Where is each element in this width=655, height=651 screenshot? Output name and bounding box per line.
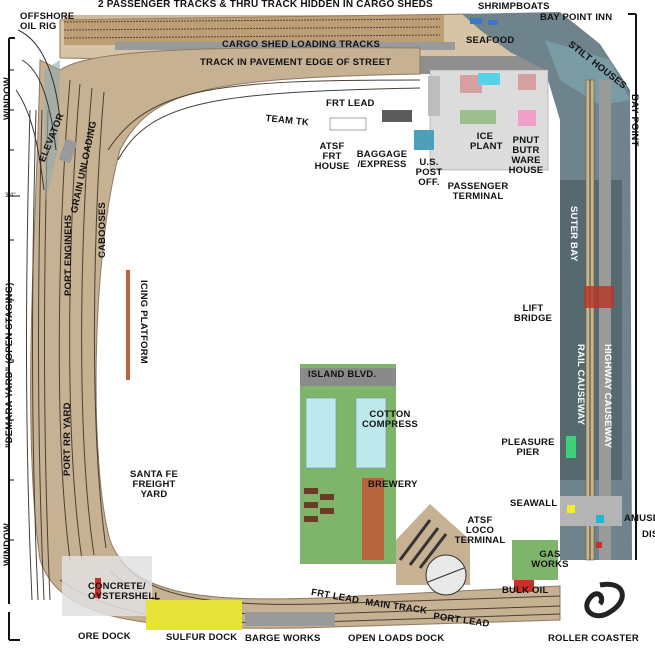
label-atsf-loco-terminal: ATSF LOCO TERMINAL [454,515,506,546]
icing-platform-shape [126,270,130,380]
label-port-rr-yard: PORT RR YARD [62,402,73,476]
label-brewery: BREWERY [368,479,417,491]
label-track-in-pavement: TRACK IN PAVEMENT EDGE OF STREET [200,57,392,68]
label-cargo-shed-loading-tracks: CARGO SHED LOADING TRACKS [222,39,381,50]
label-window-bottom: WINDOW [2,523,13,566]
label-pleasure-pier: PLEASURE PIER [501,437,555,458]
label-passenger-terminal: PASSENGER TERMINAL [447,181,509,202]
label-roller-coaster: ROLLER COASTER [548,633,639,644]
label-santa-fe-freight-yard: SANTA FE FREIGHT YARD [129,469,179,500]
label-highway-causeway: HIGHWAY CAUSEWAY [602,344,613,449]
downtown-block [329,69,549,171]
label-ore-dock: ORE DOCK [78,631,131,642]
label-concrete-oystershell: CONCRETE/ OYSTERSHELL [88,581,161,602]
label-seafood: SEAFOOD [466,35,515,46]
label-ice-plant: ICE PLANT [470,131,503,152]
bottom-docks [62,556,335,630]
label-cabooses: CABOOSES [97,202,108,258]
label-window-top: WINDOW [2,77,13,120]
label-dimension: 3'4" [5,193,16,199]
label-rail-causeway: RAIL CAUSEWAY [575,344,586,426]
label-barge-works: BARGE WORKS [245,633,321,644]
label-district: DISTRICT [642,529,655,540]
label-demara-yard: "DEMARA YARD" (OPEN STAGING) [4,282,15,448]
left-details [15,29,78,200]
label-bay-point: BAY POINT [629,94,640,147]
label-gas-works: GAS WORKS [531,549,569,570]
label-frt-lead-top: FRT LEAD [326,98,375,109]
room-walls [8,13,637,641]
label-cotton-compress: COTTON COMPRESS [362,409,418,430]
label-shrimpboats: SHRIMPBOATS [478,1,550,12]
label-open-loads-dock: OPEN LOADS DOCK [348,633,445,644]
causeways [584,79,614,561]
layout-title: 2 PASSENGER TRACKS & THRU TRACK HIDDEN I… [98,0,433,10]
label-us-post-off: U.S. POST OFF. [415,157,443,188]
island-block [300,364,396,564]
label-lift-bridge: LIFT BRIDGE [513,303,553,324]
label-icing-platform: ICING PLATFORM [138,280,149,364]
label-baggage-express: BAGGAGE /EXPRESS [356,149,408,170]
label-atsf-frt-house: ATSF FRT HOUSE [314,141,350,172]
label-pnut-butr-ware-house: PNUT BUTR WARE HOUSE [508,135,544,176]
label-port-enginehs: PORT ENGINEHS [63,214,74,296]
amusement-area [512,436,625,619]
section-ticks [9,69,20,541]
label-offshore-oil-rig: OFFSHORE OIL RIG [20,11,75,32]
label-sulfur-dock: SULFUR DOCK [166,632,238,643]
label-amusement: AMUSEMENT [624,513,655,524]
label-bay-point-inn: BAY POINT INN [540,12,613,23]
label-seawall: SEAWALL [510,498,558,509]
label-suter-bay: SUTER BAY [568,206,579,262]
label-bulk-oil: BULK OIL [502,585,549,596]
label-island-blvd: ISLAND BLVD. [308,369,377,380]
loco-terminal [396,504,470,596]
